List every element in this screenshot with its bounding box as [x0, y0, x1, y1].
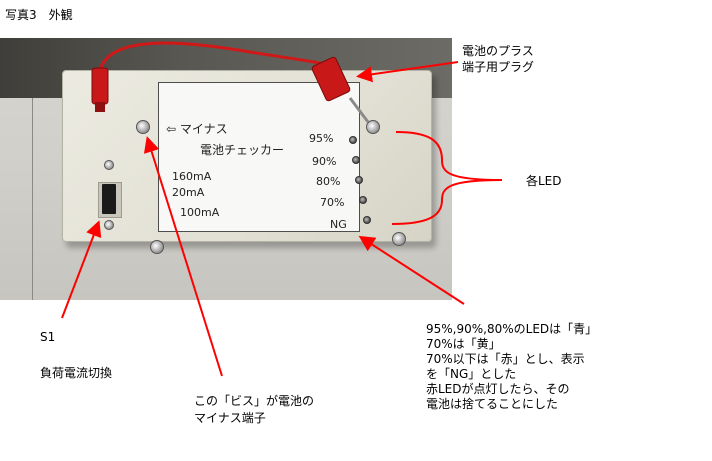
note-line-2: 70%は「黄」	[426, 337, 501, 351]
level-label-70: 70%	[320, 196, 345, 209]
led-95	[349, 136, 357, 144]
note-line-5: 赤LEDが点灯したら、その	[426, 382, 570, 396]
device-name-label: 電池チェッカー	[200, 143, 285, 157]
note-line-4: を「NG」とした	[426, 367, 517, 381]
led-90	[352, 156, 360, 164]
current-label-2: 20mA	[172, 186, 205, 199]
left-banana-plug	[91, 67, 109, 105]
plug-callout-arrow	[356, 61, 459, 83]
level-label-95: 95%	[309, 132, 334, 145]
switch-screw-bottom	[104, 220, 114, 230]
led-color-notes: 95%,90%,80%のLEDは「青」 70%は「黄」 70%以下は「赤」とし、…	[426, 322, 597, 412]
plug-callout-line2: 端子用プラグ	[462, 60, 535, 74]
led-70	[359, 196, 367, 204]
led-ng	[363, 216, 371, 224]
level-label-80: 80%	[316, 175, 341, 188]
switch-id-label: S1	[40, 330, 56, 344]
figure-title: 写真3 外観	[5, 8, 73, 22]
note-line-3: 70%以下は「赤」とし、表示	[426, 352, 585, 366]
minus-arrow-label: ⇦ マイナス	[166, 122, 228, 136]
current-label-1: 160mA	[172, 170, 212, 183]
led-bracket	[391, 131, 503, 225]
label-panel	[158, 82, 360, 232]
plug-callout-line1: 電池のプラス	[462, 44, 534, 58]
case-screw-bottom-right	[392, 232, 406, 246]
screw-callout-line2: マイナス端子	[194, 411, 266, 425]
level-label-ng: NG	[330, 218, 347, 231]
switch-screw-top	[104, 160, 114, 170]
led-80	[355, 176, 363, 184]
level-label-90: 90%	[312, 155, 337, 168]
switch-callout-arrow	[61, 220, 102, 319]
photo-wall-edge	[32, 98, 33, 300]
switch-desc-label: 負荷電流切換	[40, 366, 113, 380]
red-wire	[98, 41, 331, 71]
left-plug-base	[95, 102, 105, 112]
ng-callout-arrow	[358, 235, 465, 305]
note-line-6: 電池は捨てることにした	[426, 397, 559, 411]
led-callout: 各LED	[526, 174, 562, 188]
load-switch-s1	[102, 184, 116, 214]
plus-plug	[311, 56, 370, 123]
case-screw-bottom-left	[150, 240, 164, 254]
screw-callout-line1: この「ビス」が電池の	[194, 394, 315, 408]
minus-terminal-screw	[136, 120, 150, 134]
current-label-3: 100mA	[180, 206, 220, 219]
screw-callout-arrow	[143, 136, 223, 377]
note-line-1: 95%,90%,80%のLEDは「青」	[426, 322, 598, 336]
plus-terminal-screw	[366, 120, 380, 134]
